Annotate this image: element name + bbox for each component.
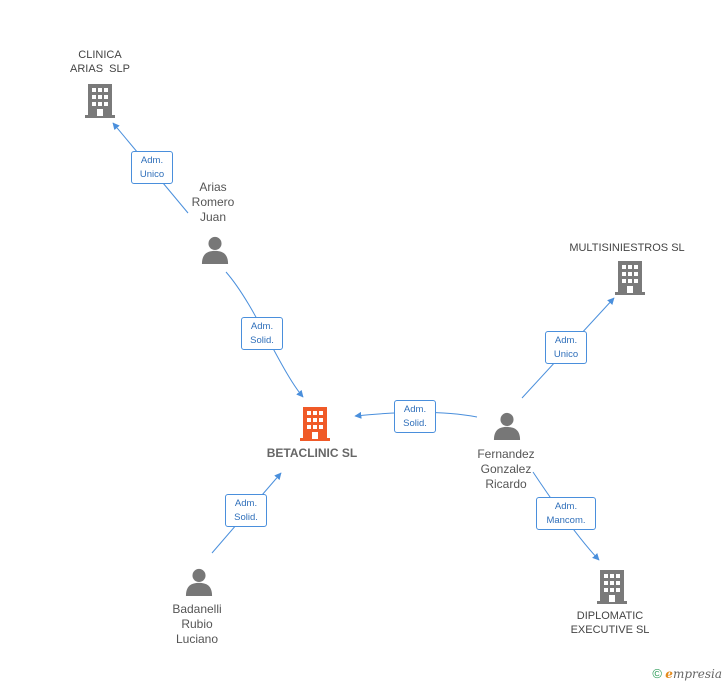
role-line: Adm. xyxy=(554,501,578,512)
node-label-badanelli[interactable]: Badanelli Rubio Luciano xyxy=(157,602,237,647)
role-line: Adm. xyxy=(234,498,258,509)
role-line: Adm. xyxy=(250,321,274,332)
node-label-fernandez[interactable]: Fernandez Gonzalez Ricardo xyxy=(463,447,549,492)
person-icon[interactable] xyxy=(201,236,229,264)
role-line: Adm. xyxy=(554,335,578,346)
role-line: Unico xyxy=(139,169,165,180)
node-label-betaclinic[interactable]: BETACLINIC SL xyxy=(252,446,372,461)
role-line: Mancom. xyxy=(546,515,586,526)
label-line: Juan xyxy=(199,210,227,224)
role-line: Adm. xyxy=(403,404,427,415)
label-line: DIPLOMATIC xyxy=(576,610,644,622)
node-label-arias[interactable]: Arias Romero Juan xyxy=(173,180,253,225)
node-label-clinica[interactable]: CLINICA ARIAS SLP xyxy=(50,48,150,76)
label-line: Arias xyxy=(199,180,227,194)
copyright-symbol: © xyxy=(652,666,662,681)
brand-name: mpresia xyxy=(672,667,722,681)
brand-footer[interactable]: © empresia xyxy=(652,666,722,681)
role-line: Solid. xyxy=(403,418,427,429)
person-icon[interactable] xyxy=(185,568,213,596)
label-line: Badanelli xyxy=(172,602,222,616)
role-line: Adm. xyxy=(140,155,164,166)
brand-logo-initial: e xyxy=(665,667,673,681)
node-label-multisiniestros[interactable]: MULTISINIESTROS SL xyxy=(562,241,692,255)
label-line: MULTISINIESTROS SL xyxy=(569,242,685,254)
label-line: Ricardo xyxy=(485,477,527,491)
edge-role-label[interactable]: Adm. Unico xyxy=(545,331,587,364)
label-line: BETACLINIC SL xyxy=(266,446,358,460)
role-line: Solid. xyxy=(250,335,274,346)
label-line: Romero xyxy=(191,195,235,209)
edge-role-label[interactable]: Adm. Unico xyxy=(131,151,173,184)
edge-role-label[interactable]: Adm. Mancom. xyxy=(536,497,596,530)
role-line: Solid. xyxy=(234,512,258,523)
label-line: EXECUTIVE SL xyxy=(570,624,650,636)
edge-role-label[interactable]: Adm. Solid. xyxy=(225,494,267,527)
label-line: ARIAS SLP xyxy=(70,63,130,75)
main-company-building-icon[interactable] xyxy=(300,407,330,441)
edge-role-label[interactable]: Adm. Solid. xyxy=(241,317,283,350)
node-label-diplomatic[interactable]: DIPLOMATIC EXECUTIVE SL xyxy=(560,609,660,637)
company-building-icon[interactable] xyxy=(597,570,627,604)
label-line: CLINICA xyxy=(78,49,122,61)
label-line: Fernandez xyxy=(477,447,535,461)
edge-role-label[interactable]: Adm. Solid. xyxy=(394,400,436,433)
label-line: Rubio xyxy=(181,617,213,631)
label-line: Luciano xyxy=(175,632,219,646)
role-line: Unico xyxy=(553,349,579,360)
company-building-icon[interactable] xyxy=(615,261,645,295)
label-line: Gonzalez xyxy=(480,462,532,476)
person-icon[interactable] xyxy=(493,412,521,440)
company-building-icon[interactable] xyxy=(85,84,115,118)
